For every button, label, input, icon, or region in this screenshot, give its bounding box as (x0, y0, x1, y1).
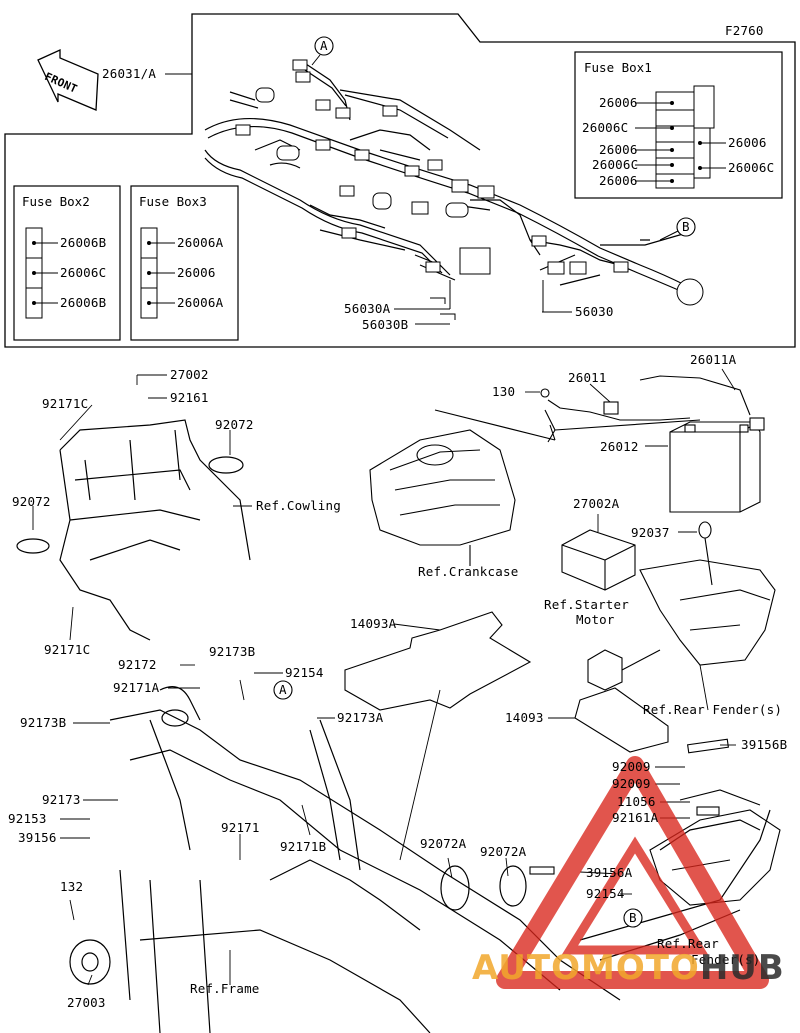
fuse-box1-label: 26006 (599, 173, 638, 188)
part-label-56030: 56030 (575, 304, 614, 319)
part-label-56030a: 56030A (344, 301, 391, 316)
fuse-box3-label: 26006A (177, 295, 224, 310)
watermark-auto: AUTO (472, 948, 581, 988)
ref-label: Ref.Starter (544, 597, 629, 612)
fuse-box2-label: 26006B (60, 235, 107, 250)
fuse-box1-label: 26006C (728, 160, 775, 175)
part-label: 92161 (170, 390, 209, 405)
ref-label: Ref.Rear (657, 936, 719, 951)
part-label: 92009 (612, 759, 651, 774)
rubber-mat-drawing (344, 611, 669, 753)
ref-label: Ref.Cowling (256, 498, 341, 513)
fuse-box3-label: 26006A (177, 235, 224, 250)
fuse-box3-frame (130, 185, 239, 341)
starter-relay-drawing (587, 649, 661, 691)
part-label: 26011A (690, 352, 737, 367)
fuse-box1-drawing (635, 85, 726, 189)
part-label: 92072A (420, 836, 467, 851)
front-arrow-icon (37, 48, 99, 111)
part-label: 92009 (612, 776, 651, 791)
part-label: 26012 (600, 439, 639, 454)
part-label: 39156B (741, 737, 788, 752)
fuse-box1-label: 26006 (599, 142, 638, 157)
fuse-box2-title: Fuse Box2 (22, 194, 90, 209)
fuse-box3-title: Fuse Box3 (139, 194, 207, 209)
battery-case-drawing (639, 521, 776, 666)
part-label: 92173 (42, 792, 81, 807)
part-label: 92072 (215, 417, 254, 432)
fuse-box2-drawing (25, 227, 58, 319)
crankcase-drawing (369, 409, 556, 566)
ecu-drawing (561, 529, 636, 591)
fuse-box2-frame (13, 185, 121, 341)
watermark-moto: MOTO (580, 948, 700, 988)
callout-a-bottom: A (279, 682, 287, 697)
figure-code: F2760 (725, 23, 764, 38)
part-label: 39156 (18, 830, 57, 845)
callout-circles (273, 36, 696, 928)
part-label: 92171 (221, 820, 260, 835)
ref-label: Ref.Crankcase (418, 564, 519, 579)
callout-a-top: A (320, 38, 328, 53)
fuse-box1-frame (574, 51, 783, 199)
part-label: 92072A (480, 844, 527, 859)
fuse-box3-label: 26006 (177, 265, 216, 280)
ref-label: Fender(s) (691, 952, 761, 967)
part-label: 26011 (568, 370, 607, 385)
part-label: 92173A (337, 710, 384, 725)
harness-panel-border (4, 13, 796, 348)
part-label-26031a: 26031/A (102, 66, 157, 81)
part-leader-lines (32, 368, 736, 986)
fuse-box2-label: 26006C (60, 265, 107, 280)
part-label-56030b: 56030B (362, 317, 409, 332)
part-label: 92037 (631, 525, 670, 540)
part-label: 92171C (42, 396, 89, 411)
harness-connectors (235, 59, 704, 306)
part-label: 92154 (285, 665, 324, 680)
ref-label: Ref.Frame (190, 981, 260, 996)
part-label: 92171C (44, 642, 91, 657)
part-label: 27003 (67, 995, 106, 1010)
battery-drawing (669, 421, 761, 513)
part-label: 92153 (8, 811, 47, 826)
rear-fender-drawing (529, 738, 781, 906)
part-label: 92173B (209, 644, 256, 659)
main-wiring-harness (204, 59, 691, 293)
callout-b-bottom: B (629, 910, 637, 925)
part-label: 27002 (170, 367, 209, 382)
ref-label: Motor (576, 612, 615, 627)
fuse-box1-title: Fuse Box1 (584, 60, 652, 75)
part-label: 92172 (118, 657, 157, 672)
part-label: 92171B (280, 839, 327, 854)
watermark-logo (496, 756, 769, 989)
part-label: 92161A (612, 810, 659, 825)
part-label: 130 (492, 384, 516, 399)
fuse-box1-label: 26006 (599, 95, 638, 110)
part-label: 11056 (617, 794, 656, 809)
fuse-box1-label: 26006C (582, 120, 629, 135)
part-label: 92171A (113, 680, 160, 695)
part-label: 92154 (586, 886, 625, 901)
fuse-box1-label: 26006C (592, 157, 639, 172)
battery-cables (540, 375, 765, 443)
harness-leader-lines (165, 54, 681, 325)
part-label: 39156A (586, 865, 633, 880)
part-label: 92173B (20, 715, 67, 730)
fuse-box2-label: 26006B (60, 295, 107, 310)
ref-label: Ref.Rear Fender(s) (643, 702, 783, 717)
part-label: 132 (60, 879, 84, 894)
part-label: 14093 (505, 710, 544, 725)
part-label: 27002A (573, 496, 620, 511)
callout-b-top: B (682, 219, 690, 234)
fuse-box3-drawing (140, 227, 175, 319)
watermark-hub: HUB (699, 948, 785, 988)
watermark-text: AUTOMOTOHUB (472, 948, 785, 988)
part-label: 14093A (350, 616, 397, 631)
part-label: 92072 (12, 494, 51, 509)
fuse-box1-label: 26006 (728, 135, 767, 150)
